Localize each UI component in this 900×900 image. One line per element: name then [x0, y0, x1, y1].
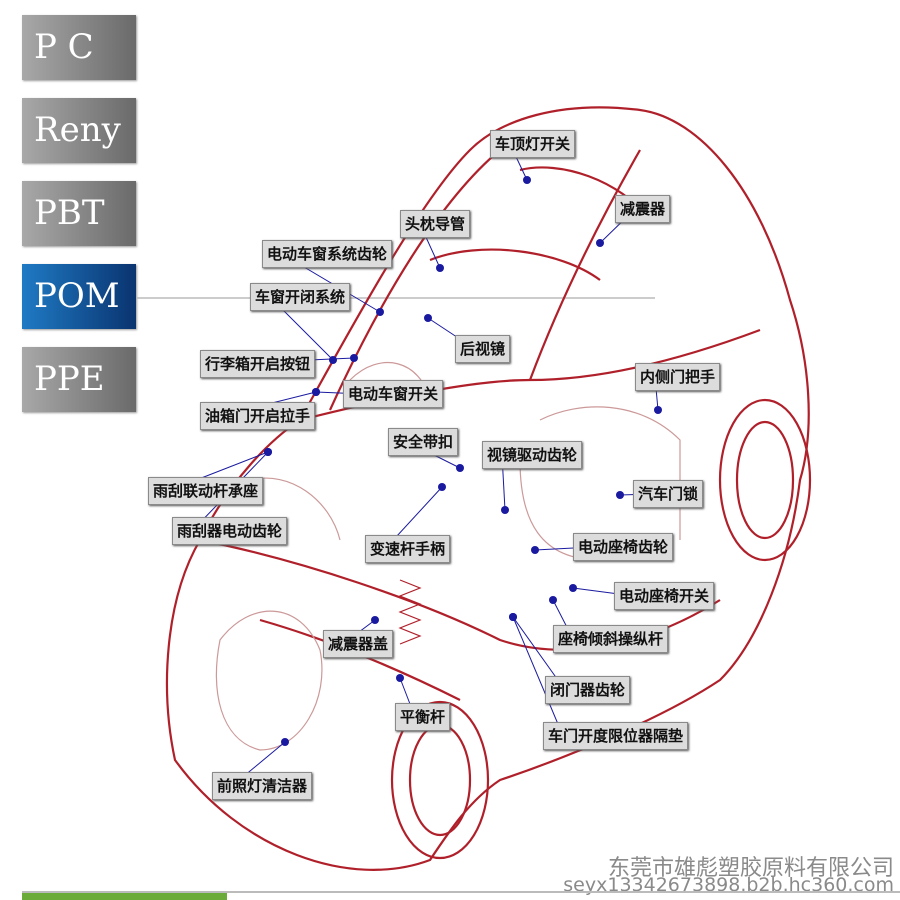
part-label: 座椅倾斜操纵杆: [553, 625, 669, 653]
part-marker-dot: [312, 388, 320, 396]
car-outline: [165, 106, 812, 871]
part-label: 后视镜: [455, 335, 511, 363]
tab-pc[interactable]: P C: [22, 15, 136, 80]
part-marker-dot: [329, 356, 337, 364]
part-marker-dot: [616, 491, 624, 499]
part-label: 电动座椅齿轮: [573, 533, 674, 561]
part-label: 电动座椅开关: [614, 582, 715, 610]
part-label: 减震器: [615, 195, 671, 223]
part-label: 雨刮器电动齿轮: [172, 517, 288, 545]
part-label: 闭门器齿轮: [545, 676, 631, 704]
part-label: 平衡杆: [395, 703, 451, 731]
part-label: 油箱门开启拉手: [200, 402, 316, 430]
part-marker-dot: [350, 354, 358, 362]
part-marker-dot: [396, 674, 404, 682]
part-label: 电动车窗系统齿轮: [262, 240, 393, 268]
part-label: 变速杆手柄: [365, 535, 451, 563]
part-label: 汽车门锁: [633, 480, 704, 508]
part-marker-dot: [264, 448, 272, 456]
part-label: 安全带扣: [388, 428, 459, 456]
watermark-company: 东莞市雄彪塑胶原料有限公司: [607, 856, 894, 881]
part-label: 电动车窗开关: [343, 380, 444, 408]
part-marker-dot: [281, 738, 289, 746]
part-label: 头枕导管: [400, 210, 471, 238]
part-marker-dot: [596, 239, 604, 247]
part-marker-dot: [549, 596, 557, 604]
footer-divider: [22, 891, 900, 893]
tab-pom[interactable]: POM: [22, 264, 136, 329]
part-label: 视镜驱动齿轮: [482, 441, 583, 469]
tab-ppe[interactable]: PPE: [22, 347, 136, 412]
part-label: 前照灯清洁器: [212, 772, 313, 800]
part-label: 车门开度限位器隔垫: [543, 722, 689, 750]
part-marker-dot: [569, 584, 577, 592]
tab-pbt[interactable]: PBT: [22, 181, 136, 246]
part-label: 车窗开闭系统: [250, 283, 351, 311]
part-label: 减震器盖: [323, 630, 394, 658]
part-marker-dot: [436, 264, 444, 272]
part-marker-dot: [523, 176, 531, 184]
part-label: 行李箱开启按钮: [200, 350, 316, 378]
part-marker-dot: [438, 483, 446, 491]
part-marker-dot: [531, 546, 539, 554]
part-marker-dot: [654, 406, 662, 414]
part-marker-dot: [371, 616, 379, 624]
part-label: 车顶灯开关: [490, 130, 576, 158]
part-marker-dot: [456, 464, 464, 472]
part-marker-dot: [424, 314, 432, 322]
part-label: 雨刮联动杆承座: [148, 477, 264, 505]
part-marker-dot: [501, 506, 509, 514]
leader-line: [512, 616, 564, 737]
tab-reny[interactable]: Reny: [22, 98, 136, 163]
part-marker-dot: [376, 308, 384, 316]
part-label: 内侧门把手: [635, 363, 721, 391]
watermark-site: seyx13342673898.b2b.hc360.com: [563, 874, 894, 896]
footer-accent-bar: [22, 893, 227, 900]
part-marker-dot: [509, 613, 517, 621]
